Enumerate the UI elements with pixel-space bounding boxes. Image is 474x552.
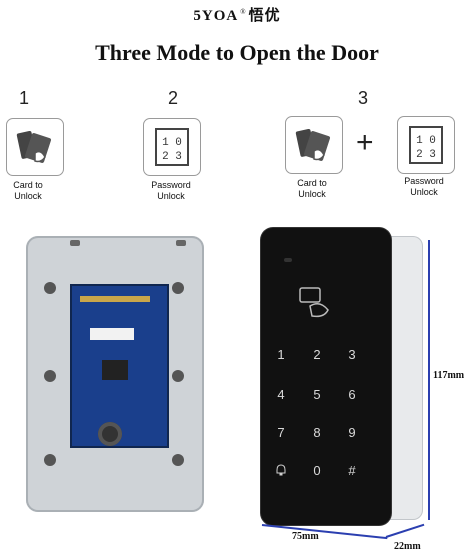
combo-card-caption: Card to Unlock bbox=[272, 178, 352, 200]
svg-text:2 3: 2 3 bbox=[416, 149, 436, 161]
brand-latin: 5YOA bbox=[193, 8, 239, 24]
caption-line: Password bbox=[404, 176, 444, 186]
screw-hole bbox=[44, 282, 56, 294]
caption-line: Unlock bbox=[14, 191, 42, 201]
chip bbox=[102, 360, 128, 380]
key-4[interactable]: 4 bbox=[277, 387, 285, 402]
width-dimension-line bbox=[261, 524, 388, 540]
width-label: 75mm bbox=[292, 531, 319, 542]
depth-label: 22mm bbox=[394, 541, 421, 552]
board-label bbox=[90, 328, 134, 340]
svg-text:1 0: 1 0 bbox=[162, 137, 182, 149]
svg-text:1 0: 1 0 bbox=[416, 135, 436, 147]
screw-hole bbox=[44, 454, 56, 466]
mount-hole bbox=[70, 240, 80, 246]
mode-number-1: 1 bbox=[19, 88, 30, 108]
screw-hole bbox=[44, 370, 56, 382]
key-7[interactable]: 7 bbox=[277, 425, 285, 440]
card-unlock-caption: Card to Unlock bbox=[0, 180, 68, 202]
keypad-device bbox=[261, 228, 391, 525]
caption-line: Unlock bbox=[410, 187, 438, 197]
key-9[interactable]: 9 bbox=[348, 425, 356, 440]
page-title: Three Mode to Open the Door bbox=[95, 40, 379, 65]
card-reader-icon bbox=[296, 284, 336, 322]
caption-line: Unlock bbox=[157, 191, 185, 201]
mode-number-2: 2 bbox=[168, 88, 179, 108]
connector-pins bbox=[80, 296, 150, 302]
password-unlock-caption: Password Unlock bbox=[131, 180, 211, 202]
key-5[interactable]: 5 bbox=[313, 387, 321, 402]
combo-password-caption: Password Unlock bbox=[384, 176, 464, 198]
key-8[interactable]: 8 bbox=[313, 425, 321, 440]
mode-number-3: 3 bbox=[358, 88, 369, 108]
caption-line: Card to bbox=[297, 178, 327, 188]
screw-hole bbox=[172, 454, 184, 466]
key-hash[interactable]: # bbox=[348, 463, 356, 478]
led-indicator bbox=[284, 258, 292, 262]
brand-cjk: 悟优 bbox=[248, 8, 281, 24]
card-unlock-tile bbox=[6, 118, 64, 176]
svg-text:2 3: 2 3 bbox=[162, 151, 182, 163]
combo-password-tile: 1 0 2 3 bbox=[397, 116, 455, 174]
brand-registered-mark: ® bbox=[240, 8, 247, 16]
key-6[interactable]: 6 bbox=[348, 387, 356, 402]
buzzer bbox=[98, 422, 122, 446]
height-dimension-line bbox=[428, 240, 430, 520]
keypad-icon: 1 0 2 3 bbox=[155, 128, 189, 166]
caption-line: Card to bbox=[13, 180, 43, 190]
caption-line: Unlock bbox=[298, 189, 326, 199]
depth-dimension-line bbox=[385, 523, 425, 538]
height-label: 117mm bbox=[433, 370, 465, 381]
plus-sign: + bbox=[356, 126, 374, 159]
screw-hole bbox=[172, 370, 184, 382]
combo-card-tile bbox=[285, 116, 343, 174]
key-3[interactable]: 3 bbox=[348, 347, 356, 362]
screw-hole bbox=[172, 282, 184, 294]
card-icon bbox=[16, 130, 52, 163]
keypad-icon: 1 0 2 3 bbox=[409, 126, 443, 164]
bell-icon[interactable] bbox=[271, 463, 291, 480]
password-unlock-tile: 1 0 2 3 bbox=[143, 118, 201, 176]
key-0[interactable]: 0 bbox=[313, 463, 321, 478]
card-icon bbox=[295, 128, 331, 161]
key-2[interactable]: 2 bbox=[313, 347, 321, 362]
brand-logo: 5YOA®悟优 bbox=[0, 4, 474, 25]
key-1[interactable]: 1 bbox=[277, 347, 285, 362]
caption-line: Password bbox=[151, 180, 191, 190]
mount-hole bbox=[176, 240, 186, 246]
